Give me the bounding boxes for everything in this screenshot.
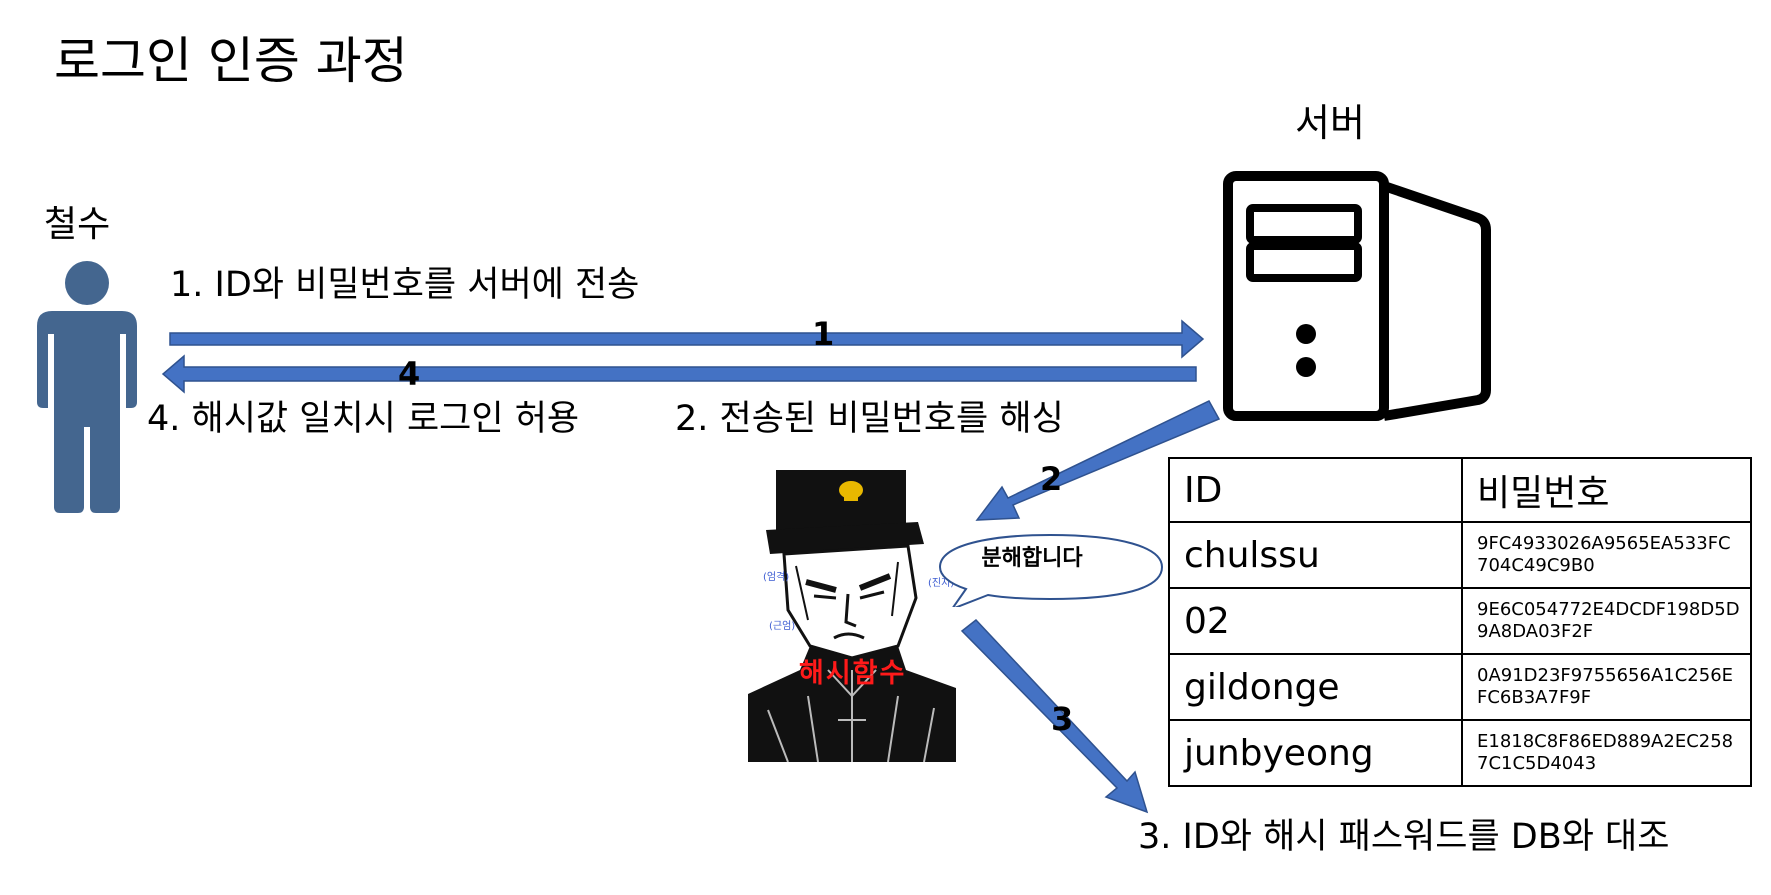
server-name-label: 서버 (1295, 101, 1365, 145)
db-cell-hash: 0A91D23F9755656A1C256EFC6B3A7F9F (1461, 653, 1752, 721)
arrow-2 (975, 400, 1221, 521)
diagram-title: 로그인 인증 과정 (54, 32, 408, 90)
arrow-4-number: 4 (398, 355, 421, 393)
arrow-3-number: 3 (1051, 700, 1074, 738)
table-row: chulssu 9FC4933026A9565EA533FC704C49C9B0 (1168, 521, 1752, 589)
arrow-1-number: 1 (812, 315, 835, 353)
db-header-password: 비밀번호 (1461, 457, 1752, 523)
db-cell-id: chulssu (1168, 521, 1463, 589)
server-icon (1223, 171, 1491, 421)
annotation-serious: (진지) (928, 578, 955, 589)
db-header-id: ID (1168, 457, 1463, 523)
hash-function-character-image (748, 470, 956, 762)
step-4-label: 4. 해시값 일치시 로그인 허용 (147, 399, 580, 439)
annotation-strict: (엄격) (763, 572, 790, 583)
step-3-label: 3. ID와 해시 패스워드를 DB와 대조 (1138, 817, 1670, 857)
speech-bubble (938, 533, 1164, 607)
db-cell-id: junbyeong (1168, 719, 1463, 787)
arrow-4 (161, 354, 1197, 394)
hash-function-label: 해시함수 (799, 658, 907, 689)
db-cell-hash: E1818C8F86ED889A2EC2587C1C5D4043 (1461, 719, 1752, 787)
table-row: junbyeong E1818C8F86ED889A2EC2587C1C5D40… (1168, 719, 1752, 787)
user-name-label: 철수 (44, 204, 111, 245)
arrow-3 (960, 618, 1149, 814)
step-2-label: 2. 전송된 비밀번호를 해싱 (675, 399, 1064, 439)
db-cell-id: 02 (1168, 587, 1463, 655)
db-cell-hash: 9FC4933026A9565EA533FC704C49C9B0 (1461, 521, 1752, 589)
db-table-header-row: ID 비밀번호 (1168, 457, 1752, 523)
arrow-2-number: 2 (1040, 460, 1063, 498)
db-cell-hash: 9E6C054772E4DCDF198D5D9A8DA03F2F (1461, 587, 1752, 655)
table-row: 02 9E6C054772E4DCDF198D5D9A8DA03F2F (1168, 587, 1752, 655)
db-table: ID 비밀번호 chulssu 9FC4933026A9565EA533FC70… (1168, 457, 1752, 787)
db-cell-id: gildonge (1168, 653, 1463, 721)
person-icon (37, 261, 137, 513)
table-row: gildonge 0A91D23F9755656A1C256EFC6B3A7F9… (1168, 653, 1752, 721)
annotation-solemn: (근엄) (769, 621, 796, 632)
arrow-1 (169, 319, 1205, 359)
step-1-label: 1. ID와 비밀번호를 서버에 전송 (170, 265, 640, 305)
speech-bubble-text: 분해합니다 (981, 546, 1083, 571)
